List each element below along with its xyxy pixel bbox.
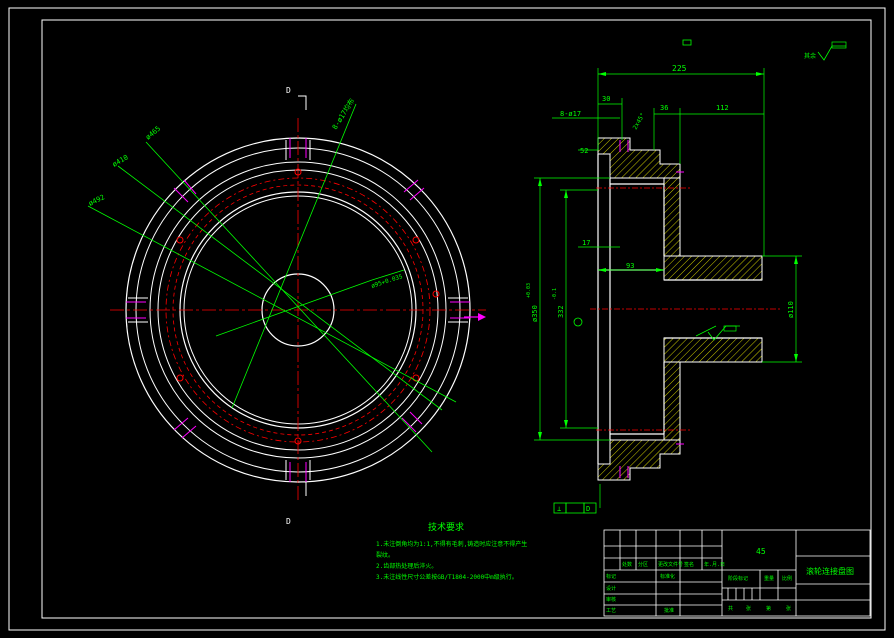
callout-dia-465: ø465 bbox=[144, 125, 162, 142]
dim-52: 52 bbox=[580, 147, 588, 155]
section-mark-bottom bbox=[298, 481, 307, 496]
dim-350-tol: +0.03 bbox=[526, 283, 532, 298]
datum-circle-marker bbox=[573, 317, 583, 327]
inner-border bbox=[41, 19, 872, 619]
leader-lines bbox=[87, 103, 457, 453]
bolt-holes bbox=[176, 168, 440, 445]
dim-36: 36 bbox=[660, 104, 668, 112]
tech-req-line-4: 3.未注线性尺寸公差按GB/T1804-2000中m级执行。 bbox=[376, 573, 518, 581]
header-zone: 分区 bbox=[638, 561, 648, 568]
roughness-note-text: 其余 bbox=[804, 52, 816, 60]
tech-req-title: 技术要求 bbox=[428, 521, 464, 533]
hub-section-top bbox=[663, 255, 763, 281]
tolerance-frame: ⊥ D bbox=[553, 502, 597, 514]
material-text: 45 bbox=[756, 547, 766, 556]
outer-border bbox=[8, 7, 886, 631]
dim-332: 332 bbox=[557, 305, 565, 318]
front-view: D D bbox=[87, 86, 486, 526]
header-weight: 重量 bbox=[764, 575, 774, 582]
header-stage: 阶段标记 bbox=[728, 575, 748, 582]
row-label-mark: 标记 bbox=[606, 573, 616, 580]
section-label-bottom: D bbox=[286, 517, 291, 526]
technical-requirements: 技术要求 1.未注倒角均为1:1,不得有毛刺,铸造时应注意不得产生 裂纹。 2.… bbox=[376, 521, 527, 581]
dim-chamfer: 2x45° bbox=[632, 112, 647, 131]
roughness-value-box bbox=[723, 325, 737, 332]
sheet-no-unit: 张 bbox=[786, 605, 791, 612]
tolerance-symbol: ⊥ bbox=[557, 505, 561, 513]
label-standardization: 标准化 bbox=[660, 573, 675, 580]
header-scale: 比例 bbox=[782, 575, 792, 582]
dim-332-tol: -0.1 bbox=[552, 288, 558, 300]
hub-section-bottom bbox=[663, 337, 763, 363]
tolerance-datum: D bbox=[586, 505, 590, 513]
slot-outline-marks bbox=[128, 140, 468, 480]
slot-marks bbox=[126, 138, 470, 482]
tech-req-line-1: 1.未注倒角均为1:1,不得有毛刺,铸造时应注意不得产生 bbox=[376, 540, 527, 548]
right-arrow-icon bbox=[478, 313, 486, 321]
label-approve: 批准 bbox=[664, 607, 674, 614]
dim-17: 17 bbox=[582, 239, 590, 247]
dim-93: 93 bbox=[626, 262, 634, 270]
sheet-total: 共 bbox=[728, 605, 733, 612]
general-roughness-note: 其余 bbox=[804, 41, 847, 61]
tech-req-line-3: 2.齿部热处理后淬火。 bbox=[376, 562, 437, 570]
title-block-text: 45 滚轮连接盘图 标记 设计 审核 工艺 处数 分区 更改文件号 签名 年.月… bbox=[606, 547, 854, 614]
side-section-view: 225 30 36 112 8-ø17 52 17 93 ø350 +0.03 … bbox=[526, 64, 802, 514]
sheet-no: 第 bbox=[766, 605, 771, 612]
header-sign: 签名 bbox=[684, 561, 694, 568]
dim-8-holes: 8-ø17 bbox=[560, 110, 581, 118]
dim-350: ø350 bbox=[531, 305, 539, 322]
callout-dia-492: ø492 bbox=[87, 193, 106, 208]
dim-112: 112 bbox=[716, 104, 729, 112]
side-centerlines bbox=[590, 187, 780, 431]
row-label-design: 设计 bbox=[606, 585, 616, 592]
header-change-doc: 更改文件号 bbox=[658, 561, 683, 568]
title-block bbox=[603, 529, 871, 617]
dimension-arrows bbox=[538, 72, 798, 440]
dimension-lines bbox=[534, 68, 802, 508]
rim-section-top bbox=[597, 137, 681, 179]
dim-30: 30 bbox=[602, 95, 610, 103]
header-count: 处数 bbox=[622, 561, 632, 568]
header-date: 年.月.日 bbox=[704, 561, 725, 568]
rim-section-bottom bbox=[597, 439, 681, 481]
row-label-process: 工艺 bbox=[606, 608, 616, 614]
side-hole-marks bbox=[619, 140, 684, 478]
part-name-text: 滚轮连接盘图 bbox=[806, 566, 854, 576]
section-label-top: D bbox=[286, 86, 291, 95]
callout-dia-410: ø410 bbox=[111, 153, 130, 168]
section-mark-top bbox=[298, 95, 307, 110]
small-marker-box bbox=[682, 39, 692, 46]
tech-req-line-2: 裂纹。 bbox=[376, 551, 394, 559]
dim-110: ø110 bbox=[787, 301, 795, 318]
web-section-bottom bbox=[663, 361, 681, 441]
row-label-check: 审核 bbox=[606, 596, 616, 603]
web-section-top bbox=[663, 177, 681, 257]
dim-225: 225 bbox=[672, 64, 687, 73]
sheet-total-unit: 张 bbox=[746, 605, 751, 612]
